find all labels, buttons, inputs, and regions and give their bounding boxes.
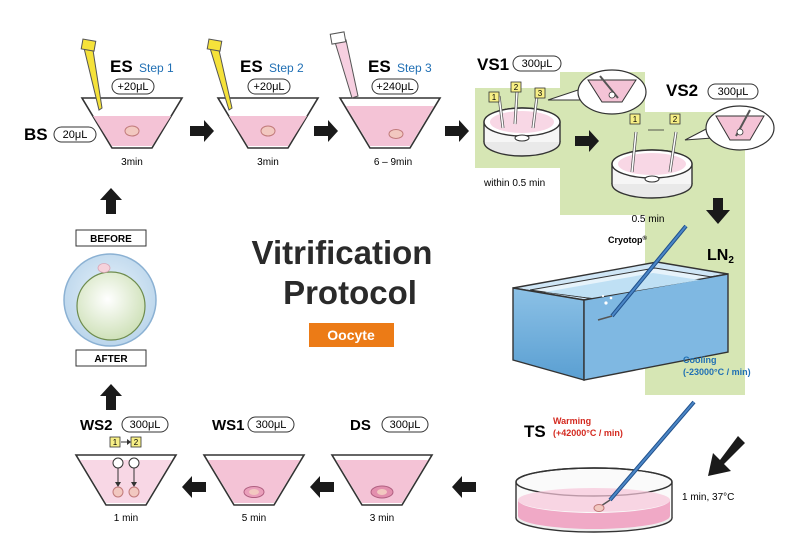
svg-text:2: 2: [673, 115, 678, 124]
pipette-yellow-2: [206, 38, 233, 111]
arrow-right-2: [314, 120, 338, 142]
dish-ts: [515, 467, 673, 533]
vs2-volume: 300μL: [718, 86, 749, 98]
vs1-marker-2: 2: [510, 81, 522, 93]
title-line-1: Vitrification: [252, 234, 433, 271]
well-es1: [80, 97, 184, 149]
pipette-yellow-1: [80, 38, 103, 111]
bs-label: BS: [24, 125, 48, 144]
svg-text:1: 1: [113, 438, 118, 447]
svg-text:2: 2: [134, 438, 139, 447]
vs1-zoom-callout: [547, 69, 647, 115]
svg-text:2: 2: [514, 83, 519, 92]
after-box: [75, 349, 147, 367]
ws2-marker-1: 1: [109, 436, 121, 448]
es1-volume: +20μL: [117, 81, 148, 93]
arrow-left-2: [310, 476, 334, 498]
es2-time: 3min: [257, 157, 279, 168]
ws1-label: WS1: [212, 417, 245, 434]
es3-label: ES: [368, 57, 391, 76]
vs2-marker-1: 1: [629, 113, 641, 125]
warming-label: Warming: [553, 416, 591, 426]
well-ds: [330, 454, 434, 506]
vs1-marker-1: 1: [488, 91, 500, 103]
oocyte-badge: Oocyte: [327, 327, 375, 343]
ds-label: DS: [350, 417, 371, 434]
vs1-label: VS1: [477, 55, 509, 74]
vs2-time: 0.5 min: [632, 214, 665, 225]
pipette-pink: [329, 31, 359, 99]
arrow-right-3: [445, 120, 469, 142]
vs2-zoom-callout: [684, 105, 775, 151]
ds-time: 3 min: [370, 513, 394, 524]
ws2-label: WS2: [80, 417, 113, 434]
arrow-up-1: [100, 384, 122, 410]
warming-rate: (+42000°C / min): [553, 428, 623, 438]
before-label: BEFORE: [90, 234, 132, 245]
cooling-label: Cooling: [683, 355, 717, 365]
well-es3: [338, 97, 442, 149]
ts-label: TS: [524, 422, 546, 441]
es2-label: ES: [240, 57, 263, 76]
vs1-volume: 300μL: [522, 58, 553, 70]
es1-step: Step 1: [139, 61, 174, 75]
ws2-marker-2: 2: [130, 436, 142, 448]
es3-step: Step 3: [397, 61, 432, 75]
arrow-left-3: [182, 476, 206, 498]
well-es2: [216, 97, 320, 149]
ws1-volume: 300μL: [256, 419, 287, 431]
before-box: [75, 229, 147, 247]
es1-time: 3min: [121, 157, 143, 168]
es3-volume: +240μL: [376, 81, 413, 93]
svg-text:1: 1: [633, 115, 638, 124]
svg-text:1: 1: [492, 93, 497, 102]
es1-label: ES: [110, 57, 133, 76]
dish-vs1: [483, 91, 561, 157]
ln2-container: [512, 261, 729, 381]
after-label: AFTER: [94, 354, 128, 365]
well-ws2: [74, 454, 178, 506]
es2-volume: +20μL: [253, 81, 284, 93]
ws2-time: 1 min: [114, 513, 138, 524]
ds-volume: 300μL: [390, 419, 421, 431]
arrow-down-ln2: [706, 198, 730, 224]
arrow-right-4: [575, 130, 599, 152]
arrow-left-1: [452, 476, 476, 498]
ln2-label: LN2: [707, 247, 734, 266]
es2-step: Step 2: [269, 61, 304, 75]
svg-text:3: 3: [538, 89, 543, 98]
oocyte-illustration: [63, 253, 157, 347]
es3-time: 6 – 9min: [374, 157, 412, 168]
ws2-step-arrow: [121, 439, 131, 445]
bs-volume: 20μL: [63, 129, 88, 141]
vs2-label: VS2: [666, 81, 698, 100]
arrow-up-2: [100, 188, 122, 214]
cryotop-label: Cryotop®: [608, 235, 648, 245]
oocyte-badge-bg: [309, 323, 394, 347]
vs2-marker-2: 2: [669, 113, 681, 125]
dish-vs2: [611, 129, 693, 199]
cryotop-in-ts: [593, 400, 696, 512]
arrow-down-left-ts: [708, 436, 745, 476]
arrow-right-1: [190, 120, 214, 142]
cryotop-in-ln2: [597, 224, 688, 321]
cooling-rate: (-23000°C / min): [683, 367, 751, 377]
vs1-time: within 0.5 min: [483, 178, 545, 189]
ts-time: 1 min, 37°C: [682, 492, 734, 503]
vs1-marker-3: 3: [534, 87, 546, 99]
ws2-volume: 300μL: [130, 419, 161, 431]
title-line-2: Protocol: [283, 274, 417, 311]
well-ws1: [202, 454, 306, 506]
ws1-time: 5 min: [242, 513, 266, 524]
